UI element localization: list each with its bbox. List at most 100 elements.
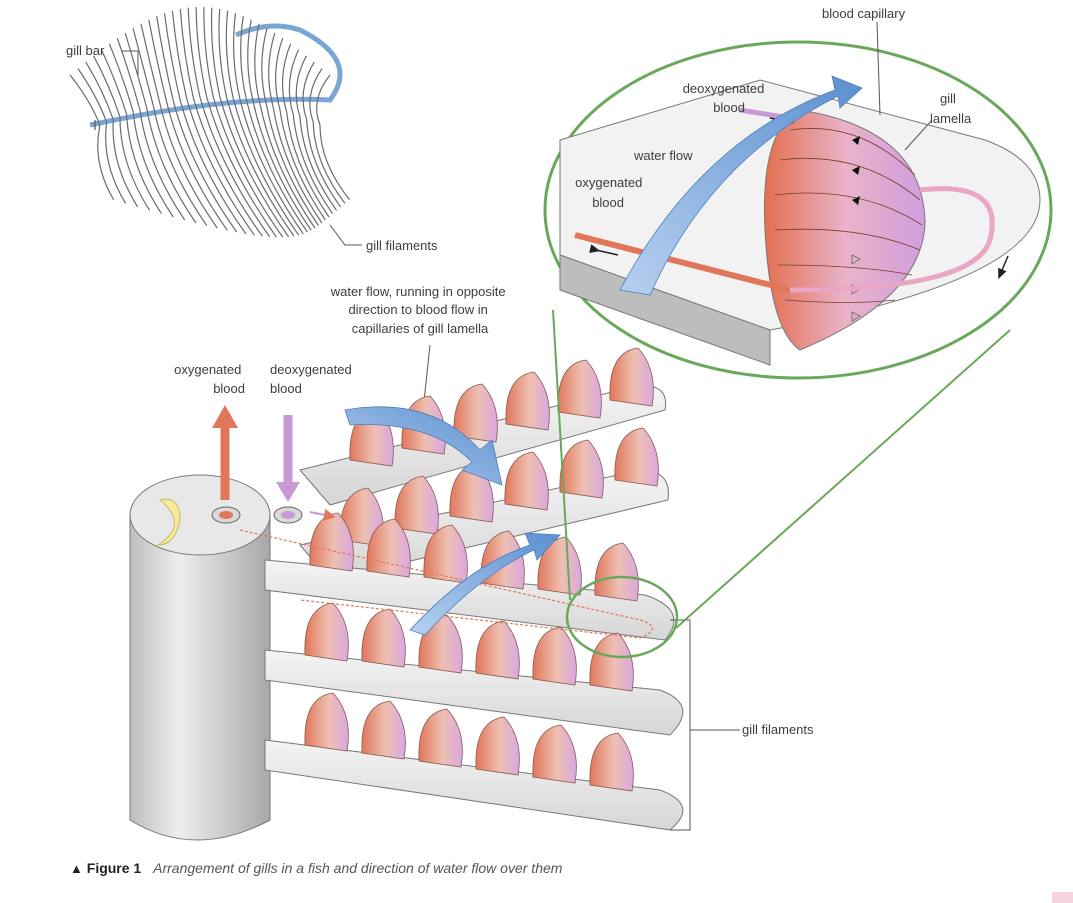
inset-oxygenated-arrow [589, 244, 619, 256]
gill-filament-line [274, 37, 284, 111]
lamella [589, 632, 634, 692]
gill-filament-line [195, 7, 208, 98]
water-flow-note-line-2: direction to blood flow in [348, 302, 487, 317]
gill-lamellae [304, 347, 659, 792]
deoxygenated-inflow-arrow [309, 508, 336, 521]
deoxygenated-blood-arrowhead [276, 482, 300, 502]
gill-filament-line [172, 100, 238, 233]
inset-oxygenated-vessel [574, 232, 791, 293]
lamella [304, 692, 349, 752]
inset-gill-lamella-label-line-1: gill [940, 91, 956, 106]
gill-filament-line [212, 96, 284, 238]
gill-filament-line [119, 117, 151, 211]
gill-filament-line [252, 102, 312, 231]
gill-filament-line [210, 7, 221, 98]
zoom-source-ring [565, 575, 679, 659]
figure-caption: ▲ Figure 1 Arrangement of gills in a fis… [70, 860, 562, 876]
lamella [361, 700, 406, 760]
gill-filament-line [163, 13, 181, 100]
corner-mark [1052, 892, 1073, 903]
gill-filament-line [179, 99, 247, 235]
gill-filament-line [254, 23, 261, 104]
water-flow-note-line-3: capillaries of gill lamella [352, 321, 489, 336]
gill-filament-line [199, 97, 271, 238]
lamella [394, 475, 439, 535]
gill-filament-line [259, 103, 316, 229]
inset-water-flow-arrow [619, 75, 863, 296]
caption-number: Figure 1 [86, 860, 142, 876]
inset-filament-side [559, 254, 771, 366]
lamella [423, 524, 468, 584]
zoom-connector-right [675, 329, 1011, 629]
inset-oxygenated-label: oxygenated blood [575, 175, 646, 210]
caption-marker: ▲ [70, 861, 83, 876]
gill-filament-line [112, 119, 139, 208]
gill-filament-line [77, 68, 108, 123]
blood-capillary-leader [876, 21, 881, 116]
gill-filament-line [266, 105, 319, 226]
gill-filament-line [93, 55, 121, 118]
deoxygenated-blood-label-line-1: deoxygenated [270, 362, 352, 377]
gill-filament-line [288, 49, 300, 115]
gill-filament-line [152, 105, 208, 226]
oxygenated-vessel-core [219, 511, 233, 519]
gill-filament-lines [69, 7, 351, 238]
gill-filament-line [126, 114, 163, 215]
gill-filament-line [171, 10, 188, 99]
gill-filament-line [97, 124, 115, 201]
gill-filament-line [240, 16, 248, 101]
gill-filament-line [247, 19, 254, 103]
gill-filament-line [316, 74, 331, 126]
lamella [532, 724, 577, 784]
gill-filament-line [292, 114, 334, 215]
gill-filaments-top-leader [329, 224, 362, 246]
gill-arch-sketch [69, 7, 351, 238]
inset-deoxygenated-label-line-1: deoxygenated [683, 81, 765, 96]
gill-filament-line [187, 7, 201, 98]
water-flow-note: water flow, running in opposite directio… [330, 284, 510, 336]
gill-filament-line [232, 98, 300, 236]
gill-filament-line [186, 98, 255, 236]
gill-filament-line [140, 23, 161, 104]
gill-filament-line [156, 16, 174, 101]
gill-filament-line [132, 112, 174, 218]
inset-return-arrow [998, 255, 1009, 280]
inset-capillary-lines [774, 128, 923, 303]
gill-filament-line [272, 107, 323, 224]
gill-filament-line [281, 43, 292, 113]
inset-oxygenated-label-line-2: blood [592, 195, 624, 210]
oxygenated-blood-label: oxygenated blood [174, 362, 245, 396]
inset-oxygenated-label-line-1: oxygenated [575, 175, 642, 190]
oxygenated-blood-arrowhead [212, 405, 238, 428]
gill-filament-line [319, 124, 351, 201]
lamella [475, 620, 520, 680]
oxygenated-blood-label-line-1: oxygenated [174, 362, 241, 377]
lamella [589, 732, 634, 792]
lamella-inset [543, 21, 1053, 380]
gill-filament-line [203, 7, 214, 98]
gill-filaments-bracket [670, 619, 691, 831]
gill-bar-label: gill bar [66, 43, 105, 58]
water-flow-arrow-main [344, 406, 503, 486]
lamella [614, 427, 659, 487]
gill-lamella-leader [904, 119, 933, 151]
lamella [309, 512, 354, 572]
filament-front-1 [264, 559, 675, 641]
lamella [557, 359, 602, 419]
inset-flow-arrowheads [852, 136, 860, 205]
inset-water-flow-label: water flow [633, 148, 693, 163]
gill-filament-line [124, 32, 148, 108]
deoxygenated-blood-label-line-2: blood [270, 381, 302, 396]
gill-filament-line [100, 49, 128, 115]
lamella [366, 518, 411, 578]
gill-filament-line [166, 102, 228, 231]
gill-filament-line [279, 109, 326, 221]
gill-filament-line [132, 27, 154, 106]
gill-filament-line [232, 13, 241, 100]
gill-filament-line [116, 37, 141, 111]
gill-filament-line [239, 99, 304, 235]
gill-filament-line [261, 27, 268, 106]
gill-filament-line [299, 117, 337, 211]
gill-filament-line [218, 8, 228, 98]
